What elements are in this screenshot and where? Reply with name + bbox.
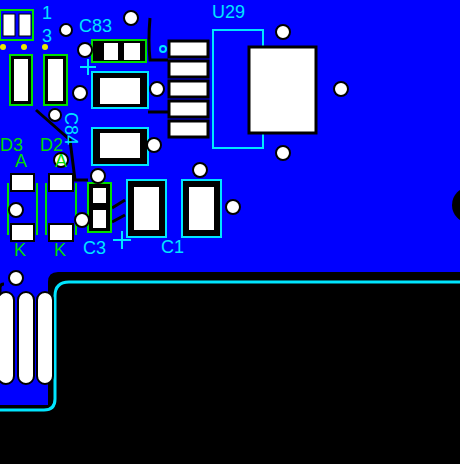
ic-pins [169,41,316,137]
pin-dots [0,44,48,50]
mounting-hole [452,187,460,223]
capacitor-outline [127,180,166,237]
pad [189,187,214,230]
pad [104,43,118,60]
vias [9,11,348,285]
pin-number: 3 [42,27,52,45]
pad [14,59,28,101]
ref-designator: C83 [79,17,112,35]
pin-name: A [15,152,27,170]
pad [100,133,140,158]
pad [3,14,15,36]
pad [19,14,31,36]
capacitor-outline [182,180,221,237]
board-outline [0,282,460,410]
capacitor-outline [92,72,148,108]
via-small [160,46,166,52]
traces [0,292,53,384]
part-outline [44,55,67,105]
capacitor-outline [92,128,148,165]
ref-designator: C1 [161,238,184,256]
pin-number: 1 [42,4,52,22]
pin-name: K [54,241,66,259]
ref-designator: C3 [83,239,106,257]
pad [93,188,106,203]
trace-clearances [0,18,168,300]
pad [93,210,106,228]
pad [134,187,159,230]
part-outline [0,10,33,40]
pad [48,59,63,101]
capacitor-outline [92,40,146,62]
pad [100,78,140,104]
part-outline [10,55,32,105]
pin-name: K [14,241,26,259]
ref-designator: C84 [62,112,80,145]
pin-name: A [55,152,67,170]
ref-designator: U29 [212,3,245,21]
pad [124,43,140,60]
capacitor-outline [88,183,111,232]
copper-pour [0,0,460,405]
